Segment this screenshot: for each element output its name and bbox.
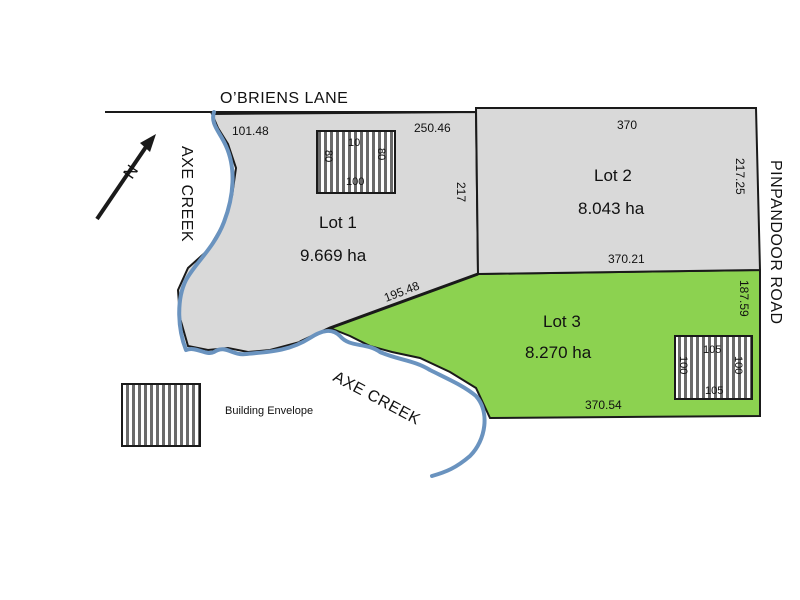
dim-lot2-south: 370.21 [608,252,645,266]
pinpandoor-road-label: PINPANDOOR ROAD [767,160,784,325]
lot1-envelope-bottom: 100 [346,176,364,188]
lot2-name: Lot 2 [594,166,632,185]
dim-lot1-east: 217 [454,182,468,202]
lot2-area: 8.043 ha [578,199,645,218]
lot3-building-envelope[interactable] [674,335,753,400]
north-arrow-icon: N [95,134,156,221]
dim-lot2-east: 217.25 [733,158,747,195]
axe-creek-south-label: AXE CREEK [330,369,423,429]
lot3-area: 8.270 ha [525,343,592,362]
obriens-lane-label: O’BRIENS LANE [220,90,348,107]
dim-lot3-south: 370.54 [585,398,622,412]
dim-lot1-north-east: 250.46 [414,121,451,135]
lot3-name: Lot 3 [543,312,581,331]
dim-lot3-east: 187.59 [737,280,751,317]
lot3-envelope-bottom: 105 [705,385,723,397]
lot3-envelope-left: 100 [677,356,689,374]
dim-lot2-north: 370 [617,118,637,132]
axe-creek-west-label: AXE CREEK [178,146,195,242]
lot1-envelope-left: 80 [322,150,334,162]
lot1-area: 9.669 ha [300,246,367,265]
dim-lot1-north-west: 101.48 [232,124,269,138]
lot3-envelope-right: 100 [732,356,744,374]
lot2-parcel[interactable] [474,107,762,276]
lot1-envelope-top: 10 [348,137,360,149]
lot1-envelope-right: 80 [375,148,387,160]
axe-creek-line [177,110,487,478]
lot3-envelope-top: 105 [703,344,721,356]
legend-building-envelope-label: Building Envelope [225,405,313,417]
lot1-building-envelope[interactable] [316,130,396,194]
legend-building-envelope-swatch [121,383,201,447]
lot1-name: Lot 1 [319,213,357,232]
